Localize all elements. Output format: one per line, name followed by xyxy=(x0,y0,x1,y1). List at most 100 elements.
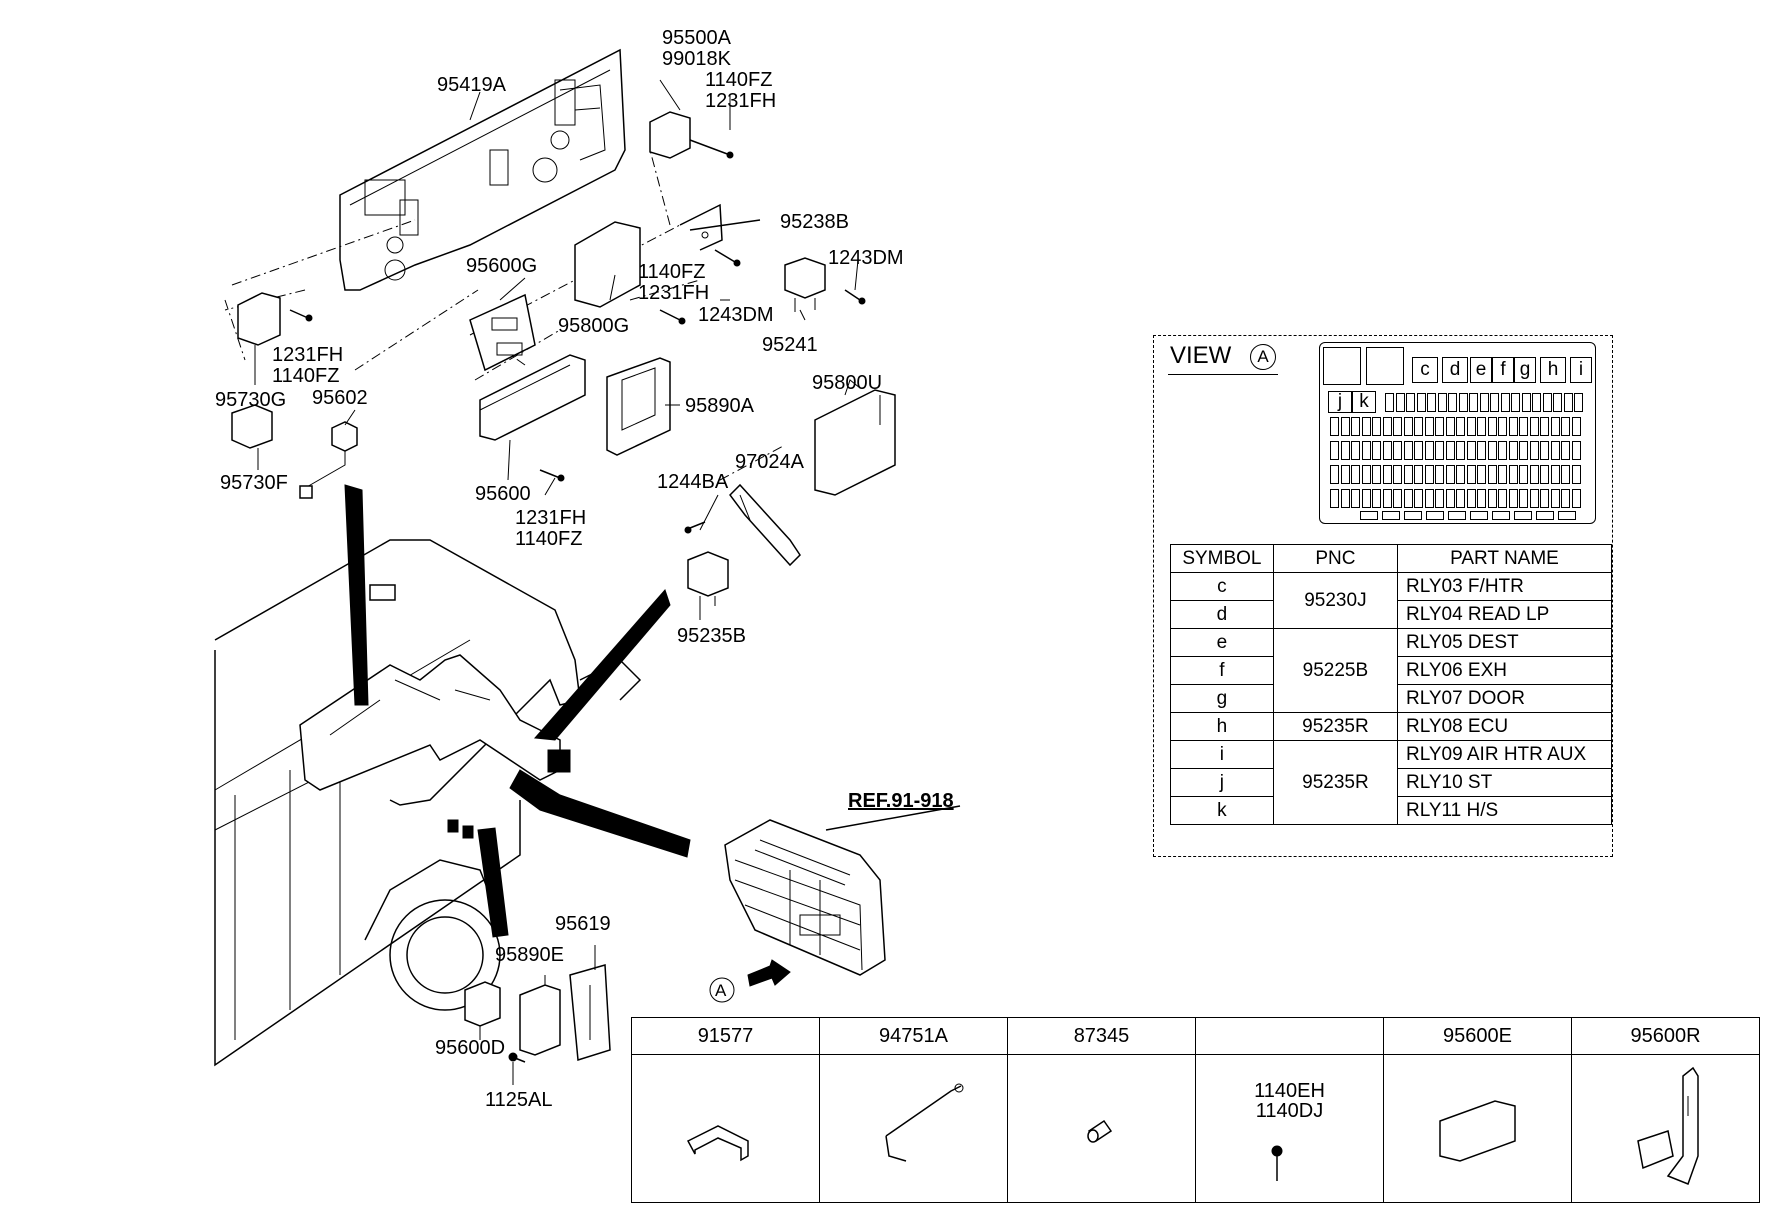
fuse-slot xyxy=(1437,393,1447,412)
part-name-cell: RLY03 F/HTR xyxy=(1396,572,1613,601)
part-name-cell: RLY08 ECU xyxy=(1396,712,1613,741)
fuse-slot xyxy=(1479,393,1489,412)
fuse-slot xyxy=(1445,489,1455,508)
fuse-slot xyxy=(1361,441,1371,460)
bracket-icon xyxy=(686,1125,749,1162)
fuse-slot xyxy=(1511,393,1520,412)
part-label: 95500A xyxy=(662,27,731,49)
accessory-parts-table: 91577 94751A 87345 95600E 95600R 114 xyxy=(631,1017,1760,1203)
fuse-slot xyxy=(1550,489,1560,508)
fuse-slot xyxy=(1536,511,1554,520)
part-name-cell: RLY07 DOOR xyxy=(1396,684,1613,713)
col-header-pnc: PNC xyxy=(1272,544,1398,573)
fuse-slot xyxy=(1382,511,1400,520)
fuse-slot xyxy=(1561,441,1570,460)
acc-header: 87345 xyxy=(1007,1017,1196,1055)
acc-sub-label: 1140EH xyxy=(1254,1080,1325,1102)
fuse-slot xyxy=(1571,441,1581,460)
fuse-slot xyxy=(1414,417,1423,436)
view-a-panel: VIEW A c d e f g h i j k SYMBOL PNC PART… xyxy=(1153,335,1613,857)
fuse-slot xyxy=(1477,417,1486,436)
relay-table: SYMBOL PNC PART NAME c 95230J RLY03 F/HT… xyxy=(1170,544,1613,825)
fuse-slot xyxy=(1445,465,1455,484)
part-label: 95238B xyxy=(780,211,849,233)
fuse-slot xyxy=(1571,489,1581,508)
fuse-slot xyxy=(1571,417,1581,436)
fuse-slot xyxy=(1382,417,1392,436)
fuse-slot xyxy=(1529,417,1539,436)
acc-header: 91577 xyxy=(631,1017,820,1055)
acc-cell-bracket xyxy=(631,1054,820,1203)
fuse-slot xyxy=(1477,465,1486,484)
col-header-part-name: PART NAME xyxy=(1396,544,1613,573)
part-label: 95890A xyxy=(685,395,754,417)
part-label: 95730G xyxy=(215,389,287,411)
fuse-slot xyxy=(1574,393,1583,412)
fuse-slot xyxy=(1424,465,1434,484)
relay-bracket-icon xyxy=(1637,1066,1699,1185)
fuse-slot xyxy=(1351,465,1360,484)
fuse-slot xyxy=(1470,511,1488,520)
screws-drawing xyxy=(289,249,866,534)
fuse-slot xyxy=(1498,489,1507,508)
acc-cell-module xyxy=(1383,1054,1572,1203)
fuse-slot xyxy=(1561,417,1570,436)
part-label: 95235B xyxy=(677,625,746,647)
acc-header xyxy=(1195,1017,1384,1055)
view-underline xyxy=(1168,374,1278,375)
fuse-slot xyxy=(1561,489,1570,508)
fuse-slot xyxy=(1361,465,1371,484)
fuse-slot xyxy=(1372,417,1381,436)
fuse-slot xyxy=(1529,441,1539,460)
fuse-slot xyxy=(1445,441,1455,460)
fuse-slot xyxy=(1403,489,1413,508)
part-label: 95419A xyxy=(437,74,506,96)
relay-panel: c d e f g h i j k xyxy=(1319,342,1596,524)
fuse-slot xyxy=(1372,489,1381,508)
part-label: 97024A xyxy=(735,451,804,473)
view-marker: A xyxy=(715,981,727,1000)
acc-header: 94751A xyxy=(819,1017,1008,1055)
fuse-slot xyxy=(1571,465,1581,484)
fuse-slot xyxy=(1372,465,1381,484)
bolt-icon xyxy=(1271,1145,1283,1181)
part-label: 1231FH xyxy=(705,90,777,112)
fuse-slot xyxy=(1563,393,1573,412)
symbol-cell: i xyxy=(1170,740,1274,769)
fuse-slot xyxy=(1340,465,1350,484)
fuse-slot xyxy=(1403,417,1413,436)
relay-95500A-drawing xyxy=(649,111,734,159)
fuse-slot xyxy=(1435,489,1444,508)
part-label: 95602 xyxy=(312,387,368,409)
fuse-slot xyxy=(1542,393,1552,412)
fuse-slot xyxy=(1403,441,1413,460)
acc-sub-label: 1140DJ xyxy=(1255,1100,1324,1122)
fuse-slot xyxy=(1466,489,1476,508)
fuse-slot xyxy=(1424,417,1434,436)
ref-label: REF.91-918 xyxy=(848,790,954,812)
acc-cell-spacer xyxy=(1007,1054,1196,1203)
fuse-slot xyxy=(1393,489,1402,508)
pnc-cell: 95230J xyxy=(1272,572,1398,629)
part-label: 95800G xyxy=(558,315,630,337)
acc-cell-bolt: 1140EH 1140DJ xyxy=(1195,1054,1384,1203)
fuse-slot xyxy=(1360,511,1378,520)
part-label: 95800U xyxy=(812,372,883,394)
symbol-cell: e xyxy=(1170,628,1274,657)
fuse-slot xyxy=(1456,417,1465,436)
symbol-cell: h xyxy=(1170,712,1274,741)
fuse-slot xyxy=(1426,511,1444,520)
fuse-slot xyxy=(1498,441,1507,460)
fuse-slot xyxy=(1340,489,1350,508)
fuse-slot xyxy=(1540,489,1549,508)
part-label: 99018K xyxy=(662,48,731,70)
relay-slot: d xyxy=(1442,357,1468,383)
fuse-slot xyxy=(1500,393,1510,412)
fuse-slot xyxy=(1330,489,1339,508)
acc-cell-strap xyxy=(819,1054,1008,1203)
fuse-slot xyxy=(1466,417,1476,436)
relay-slot: c xyxy=(1412,357,1438,383)
part-name-cell: RLY04 READ LP xyxy=(1396,600,1613,629)
relay-slot: e xyxy=(1470,357,1492,383)
